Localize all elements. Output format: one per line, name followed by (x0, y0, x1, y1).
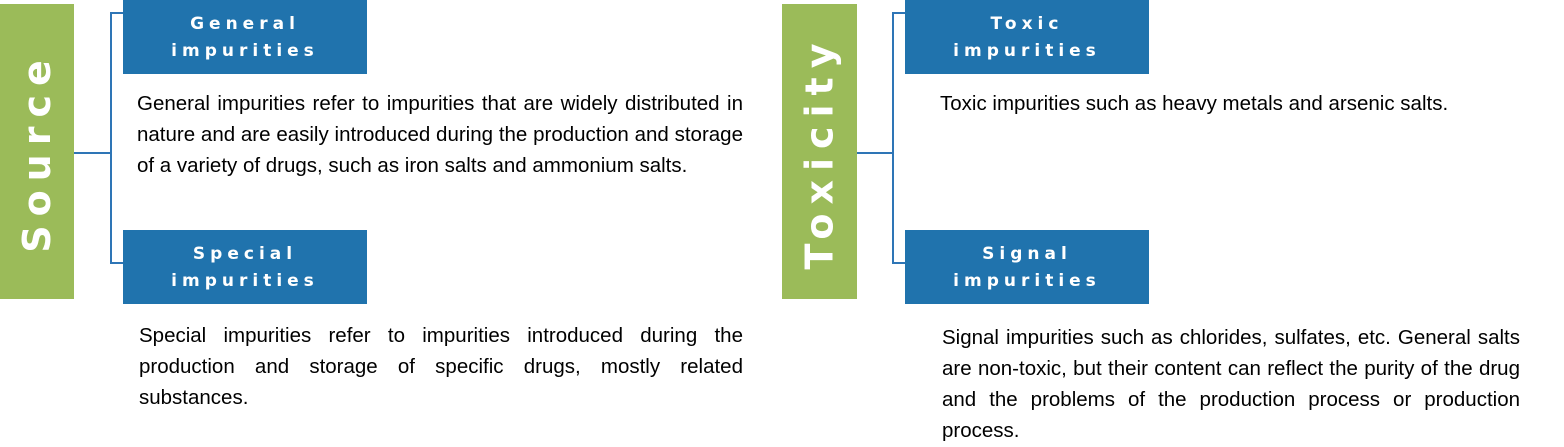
source-title: Source (15, 50, 60, 253)
toxicity-title: Toxicity (797, 33, 842, 270)
connector (857, 152, 894, 154)
special-impurities-description: Special impurities refer to impurities i… (139, 324, 743, 409)
connector (110, 12, 124, 14)
toxic-impurities-description: Toxic impurities such as heavy metals an… (940, 92, 1449, 115)
toxic-impurities-box: Toxic impurities (905, 0, 1149, 74)
general-impurities-description: General impurities refer to impurities t… (137, 92, 743, 177)
signal-impurities-box: Signal impurities (905, 230, 1149, 304)
box-label: Signal impurities (953, 244, 1101, 291)
special-impurities-box: Special impurities (123, 230, 367, 304)
signal-impurities-description: Signal impurities such as chlorides, sul… (942, 326, 1520, 442)
toxicity-category: Toxicity (782, 4, 857, 299)
source-category: Source (0, 4, 74, 299)
box-label: General impurities (171, 14, 319, 61)
connector (892, 12, 894, 264)
connector (110, 12, 112, 264)
connector (892, 262, 906, 264)
connector (110, 262, 124, 264)
box-label: Special impurities (171, 244, 319, 291)
box-label: Toxic impurities (953, 14, 1101, 61)
connector (74, 152, 112, 154)
general-impurities-box: General impurities (123, 0, 367, 74)
connector (892, 12, 906, 14)
